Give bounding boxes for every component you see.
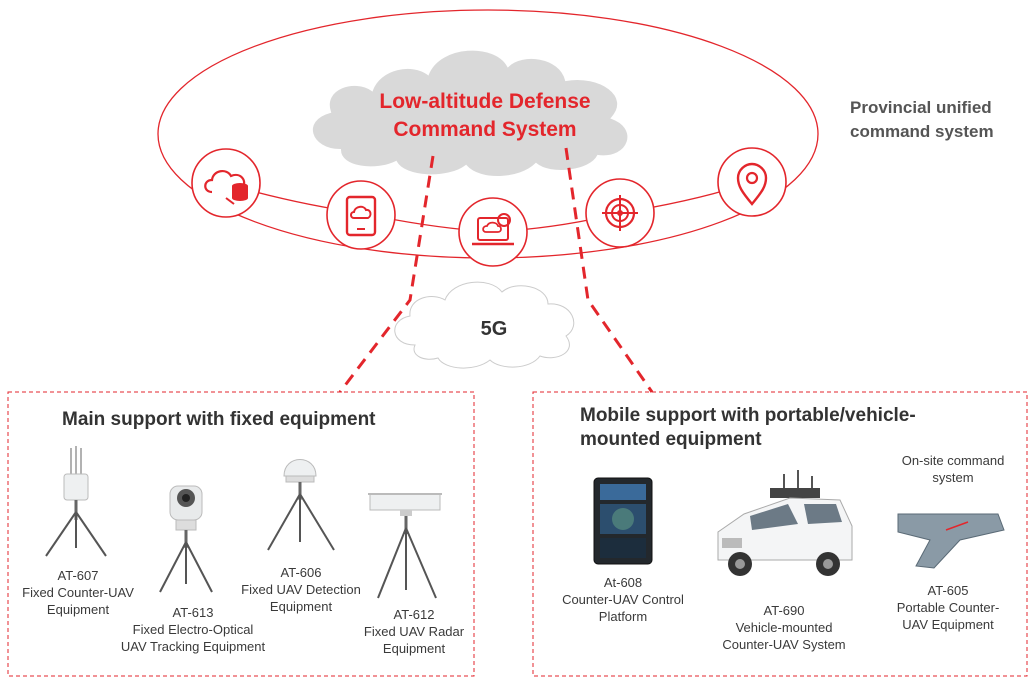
provincial-label-line1: Provincial unified	[850, 98, 992, 117]
at612-device-image	[368, 493, 442, 599]
at608-line1: Counter-UAV Control	[562, 592, 684, 607]
at606-device-image	[267, 459, 335, 551]
at613-line1: Fixed Electro-Optical	[132, 622, 254, 637]
at690-vehicle-image	[717, 470, 853, 576]
location-pin-icon	[717, 147, 787, 217]
cloud-database-icon	[191, 148, 261, 218]
at613-device-image	[159, 485, 213, 593]
at612-line2: Equipment	[382, 641, 446, 656]
fixed-group-title: Main support with fixed equipment	[62, 409, 376, 430]
at605-portable-image	[897, 513, 1005, 569]
mobile-equipment-box	[532, 391, 1028, 677]
at612-code: AT-612	[393, 607, 435, 622]
at607-caption: AT-607 Fixed Counter-UAV Equipment	[4, 567, 152, 618]
at608-code: At-608	[603, 575, 643, 590]
dashed-link-left	[338, 155, 435, 393]
at690-line2: Counter-UAV System	[722, 637, 846, 652]
at606-line1: Fixed UAV Detection	[241, 582, 361, 597]
command-system-title-line2: Command System	[393, 118, 577, 141]
onsite-command-caption: On-site command system	[878, 452, 1028, 486]
5g-cloud-shape	[394, 281, 575, 369]
command-cloud-shape	[310, 48, 630, 178]
onsite-line2: system	[932, 470, 974, 485]
at605-code: AT-605	[927, 583, 969, 598]
fixed-equipment-box	[7, 391, 475, 677]
at612-caption: AT-612 Fixed UAV Radar Equipment	[350, 606, 478, 657]
provincial-command-label: Provincial unified command system	[850, 96, 1035, 144]
at607-code: AT-607	[57, 568, 99, 583]
at613-line2: UAV Tracking Equipment	[120, 639, 266, 654]
mobile-group-title-line1: Mobile support with portable/vehicle-	[580, 405, 916, 426]
command-system-title-line1: Low-altitude Defense	[379, 90, 591, 113]
command-system-title: Low-altitude Defense Command System	[340, 88, 630, 144]
at690-code: AT-690	[763, 603, 805, 618]
mobile-group-title-line2: mounted equipment	[580, 429, 762, 450]
at612-line1: Fixed UAV Radar	[363, 624, 465, 639]
at690-line1: Vehicle-mounted	[735, 620, 833, 635]
dashed-link-right	[564, 147, 654, 393]
at607-line2: Equipment	[46, 602, 110, 617]
at605-line1: Portable Counter-	[896, 600, 1000, 615]
network-5g-label: 5G	[480, 318, 508, 340]
at613-caption: AT-613 Fixed Electro-Optical UAV Trackin…	[104, 604, 282, 655]
at607-device-image	[45, 446, 107, 557]
at607-line1: Fixed Counter-UAV	[22, 585, 134, 600]
at690-caption: AT-690 Vehicle-mounted Counter-UAV Syste…	[704, 602, 864, 653]
at605-line2: UAV Equipment	[902, 617, 994, 632]
at606-code: AT-606	[280, 565, 322, 580]
at608-line2: Platform	[598, 609, 648, 624]
at613-code: AT-613	[172, 605, 214, 620]
at606-caption: AT-606 Fixed UAV Detection Equipment	[232, 564, 370, 615]
onsite-line1: On-site command	[901, 453, 1005, 468]
at608-platform-image	[593, 477, 653, 565]
tablet-cloud-icon	[326, 180, 396, 250]
provincial-label-line2: command system	[850, 122, 994, 141]
at606-line2: Equipment	[269, 599, 333, 614]
laptop-weather-icon	[458, 197, 528, 267]
at608-caption: At-608 Counter-UAV Control Platform	[548, 574, 698, 625]
target-radar-icon	[585, 178, 655, 248]
mobile-group-title: Mobile support with portable/vehicle- mo…	[580, 404, 1020, 452]
at605-caption: AT-605 Portable Counter- UAV Equipment	[878, 582, 1018, 633]
